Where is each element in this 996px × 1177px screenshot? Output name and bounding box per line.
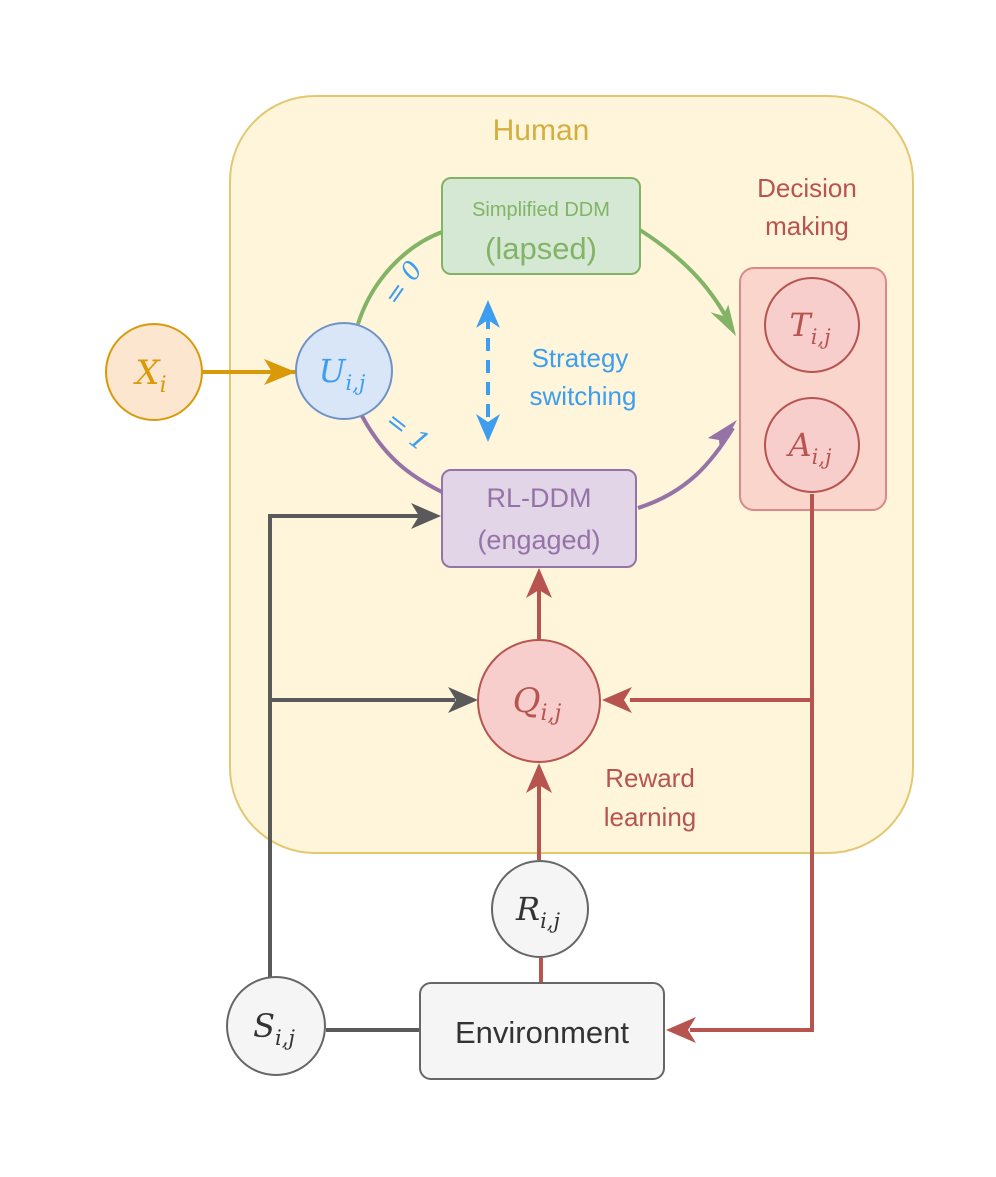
environment-label: Environment: [455, 1015, 629, 1050]
arrowhead-strategy-down: [476, 414, 500, 442]
svg-text:Ri,j: Ri,j: [515, 890, 560, 933]
environment-box: Environment: [419, 982, 665, 1080]
rl-ddm-box: RL-DDM (engaged): [441, 469, 637, 568]
arrowhead-r-to-q: [526, 763, 552, 793]
rl-ddm-label: RL-DDM: [487, 483, 592, 513]
node-a-sub: i,j: [812, 445, 832, 469]
arrowhead-lapsed-to-decision: [710, 304, 736, 336]
arrowhead-strategy-up: [476, 300, 500, 328]
svg-text:Ti,j: Ti,j: [789, 306, 831, 349]
arrowhead-a-to-q: [602, 687, 632, 713]
edge-s-to-engaged: [268, 514, 420, 978]
edge-a-to-environment: [690, 494, 814, 1032]
node-u-base: U: [319, 352, 347, 390]
decision-making-label-line2: making: [765, 211, 849, 241]
arrowhead-a-to-environment: [666, 1017, 696, 1043]
svg-text:Qi,j: Qi,j: [513, 681, 562, 726]
lapsed-label: (lapsed): [485, 231, 597, 266]
node-u: Ui,j: [295, 322, 393, 420]
node-s-base: S: [253, 1007, 275, 1045]
node-r: Ri,j: [491, 860, 589, 958]
reward-learning-label-line1: Reward: [605, 763, 695, 793]
reward-learning-label-line2: learning: [604, 802, 697, 832]
node-s-sub: i,j: [275, 1026, 295, 1050]
node-q-base: Q: [513, 681, 541, 721]
node-u-sub: i,j: [346, 371, 366, 395]
svg-text:Ai,j: Ai,j: [785, 426, 832, 469]
node-t-base: T: [789, 306, 813, 344]
human-label: Human: [493, 114, 590, 147]
connectors: [203, 228, 814, 1032]
node-x-sub: i: [160, 373, 167, 398]
strategy-switching-label-line1: Strategy: [532, 343, 629, 373]
node-x-base: X: [132, 353, 161, 393]
arrowhead-s-to-q: [448, 687, 478, 713]
arrowhead-s-to-engaged: [411, 503, 441, 529]
arrowhead-q-to-engaged: [526, 568, 552, 598]
arrowhead-engaged-to-decision: [707, 420, 737, 451]
edge-u-to-lapsed: [356, 230, 443, 325]
svg-text:Xi: Xi: [132, 353, 166, 398]
node-q: Qi,j: [477, 639, 601, 763]
engaged-label: (engaged): [477, 525, 600, 555]
arrowheads: [264, 300, 737, 1043]
decision-making-label-line1: Decision: [757, 173, 857, 203]
node-a: Ai,j: [764, 397, 860, 493]
svg-text:Si,j: Si,j: [253, 1007, 295, 1050]
svg-text:Ui,j: Ui,j: [319, 352, 366, 395]
edge-u-to-engaged: [360, 415, 443, 494]
node-q-sub: i,j: [541, 701, 562, 726]
node-r-base: R: [515, 890, 540, 928]
node-t-sub: i,j: [811, 325, 831, 349]
arrowhead-x-to-u: [264, 359, 296, 385]
node-x: Xi: [105, 323, 203, 421]
node-r-sub: i,j: [540, 909, 560, 933]
node-s: Si,j: [226, 976, 326, 1076]
node-a-base: A: [785, 426, 811, 464]
node-t: Ti,j: [764, 277, 860, 373]
strategy-switching-label-line2: switching: [530, 381, 637, 411]
simplified-ddm-label: Simplified DDM: [472, 199, 610, 221]
simplified-ddm-box: Simplified DDM (lapsed): [441, 177, 641, 275]
